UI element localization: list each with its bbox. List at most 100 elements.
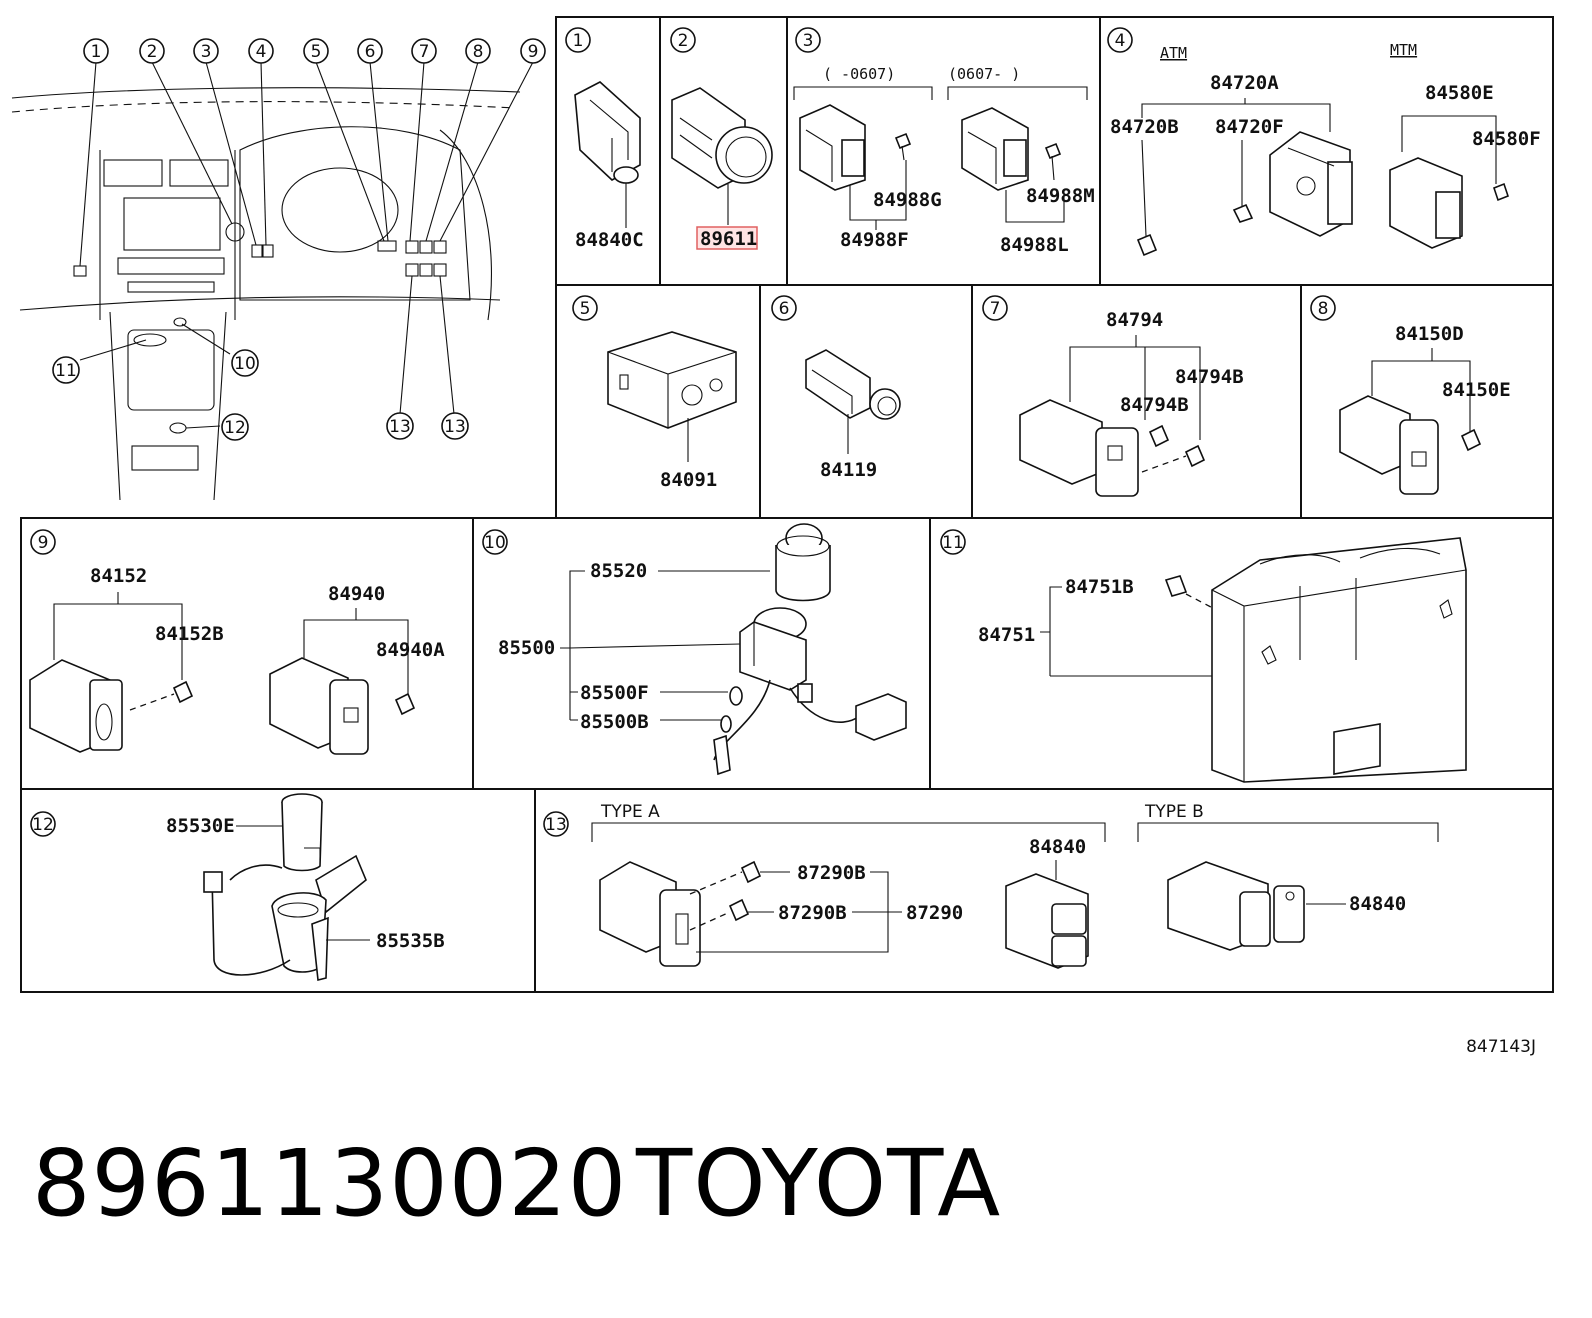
part-label: 84720A (1210, 72, 1279, 94)
panel-2: 2 89611 (670, 27, 773, 250)
part-label: 84751 (978, 624, 1035, 646)
svg-text:4: 4 (256, 42, 267, 62)
part-label: 84988M (1026, 185, 1095, 207)
part-label: 84794B (1120, 394, 1189, 416)
type-a-label: TYPE A (600, 802, 660, 822)
panel-12: 12 85530E 85535B (30, 793, 445, 981)
panel-grid (20, 16, 1554, 993)
part-label: 84794B (1175, 366, 1244, 388)
panel-1: 1 84840C (565, 27, 644, 251)
panel-number: 4 (1115, 31, 1126, 51)
part-label: 85500B (580, 711, 649, 733)
svg-text:13: 13 (444, 417, 466, 437)
part-label: 84940A (376, 639, 445, 661)
panel-6: 6 84119 (771, 295, 901, 481)
overview-callout: 5 (303, 38, 329, 64)
panel-8: 8 84150D 84150E (1310, 295, 1511, 495)
svg-text:1: 1 (91, 42, 102, 62)
svg-text:13: 13 (389, 417, 411, 437)
range-label: (0607- ) (948, 65, 1020, 83)
panel-number: 12 (32, 815, 54, 835)
part-label: 85530E (166, 815, 235, 837)
svg-text:12: 12 (224, 418, 246, 438)
part-label: 84840 (1349, 893, 1406, 915)
parts-diagram: 1 2 3 4 5 6 7 8 9 10 11 12 13 13 1 (11, 16, 1554, 993)
svg-text:11: 11 (55, 361, 77, 381)
panel-11: 11 84751B 84751 (940, 529, 1467, 783)
part-label: 85500 (498, 637, 555, 659)
part-label: 84794 (1106, 309, 1163, 331)
overview-callout: 13 (386, 412, 414, 440)
part-label: 84150D (1395, 323, 1464, 345)
part-label: 84988G (873, 189, 942, 211)
overview-callout: 4 (248, 38, 274, 64)
panel-13: 13 TYPE A TYPE B 87290B 87290B 87290 848… (543, 802, 1439, 969)
part-label: 85520 (590, 560, 647, 582)
overview-callout: 12 (221, 413, 249, 441)
part-label: 87290B (797, 862, 866, 884)
range-label: ( -0607) (823, 65, 895, 83)
part-label: 84720F (1215, 116, 1284, 138)
part-label: 84150E (1442, 379, 1511, 401)
svg-text:2: 2 (147, 42, 158, 62)
part-label-highlighted: 89611 (700, 228, 757, 250)
highlight-box (696, 226, 758, 250)
svg-text:5: 5 (311, 42, 322, 62)
overview-callout: 10 (231, 349, 259, 377)
atm-label: ATM (1160, 44, 1187, 62)
overview-callout: 2 (139, 38, 165, 64)
overview-callout: 6 (357, 38, 383, 64)
overview-callout: 9 (520, 38, 546, 64)
panel-number: 1 (573, 31, 584, 51)
part-label: 84152B (155, 623, 224, 645)
panel-number: 3 (803, 31, 814, 51)
svg-text:3: 3 (201, 42, 212, 62)
panel-number: 10 (484, 533, 506, 553)
panel-9: 9 84152 84152B 84940 84940A (29, 529, 445, 755)
brand-title: TOYOTA (636, 1130, 1002, 1237)
panel-number: 5 (580, 299, 591, 319)
panel-number: 7 (990, 299, 1001, 319)
overview-callout: 13 (441, 412, 469, 440)
part-label: 84720B (1110, 116, 1179, 138)
part-label: 87290B (778, 902, 847, 924)
dashboard-overview: 1 2 3 4 5 6 7 8 9 10 11 12 13 13 (11, 38, 546, 501)
part-label: 85500F (580, 682, 649, 704)
part-label: 84840C (575, 229, 644, 251)
part-label: 84119 (820, 459, 877, 481)
panel-number: 8 (1318, 299, 1329, 319)
panel-7: 7 84794 84794B 84794B (982, 295, 1244, 497)
diagram-reference-code: 847143J (1466, 1037, 1536, 1057)
part-label: 84840 (1029, 836, 1086, 858)
panel-4: 4 ATM MTM 84720A 84720B 84720F 84580E 84… (1107, 27, 1541, 257)
svg-text:8: 8 (473, 42, 484, 62)
part-label: 84152 (90, 565, 147, 587)
svg-text:10: 10 (234, 354, 256, 374)
part-label: 84580F (1472, 128, 1541, 150)
svg-text:6: 6 (365, 42, 376, 62)
overview-callout: 8 (465, 38, 491, 64)
part-label: 87290 (906, 902, 963, 924)
part-label: 84988L (1000, 234, 1069, 256)
panel-number: 13 (545, 815, 567, 835)
overview-callout: 7 (411, 38, 437, 64)
overview-callout: 1 (83, 38, 109, 64)
part-label: 84091 (660, 469, 717, 491)
panel-3: 3 ( -0607) (0607- ) 84988G 84988F 84988M… (793, 27, 1095, 256)
overview-callout: 11 (52, 356, 80, 384)
panel-number: 11 (942, 533, 964, 553)
part-label: 84940 (328, 583, 385, 605)
svg-text:7: 7 (419, 42, 430, 62)
panel-number: 6 (779, 299, 790, 319)
panel-5: 5 84091 (572, 295, 737, 491)
part-label: 84988F (840, 229, 909, 251)
svg-text:9: 9 (528, 42, 539, 62)
panel-10: 10 85520 85500 85500F 85500B (482, 523, 907, 776)
mtm-label: MTM (1390, 41, 1417, 59)
part-number-title: 8961130020 (32, 1130, 628, 1237)
panel-number: 9 (38, 533, 49, 553)
type-b-label: TYPE B (1144, 802, 1204, 822)
part-label: 84580E (1425, 82, 1494, 104)
panel-number: 2 (678, 31, 689, 51)
part-label: 85535B (376, 930, 445, 952)
